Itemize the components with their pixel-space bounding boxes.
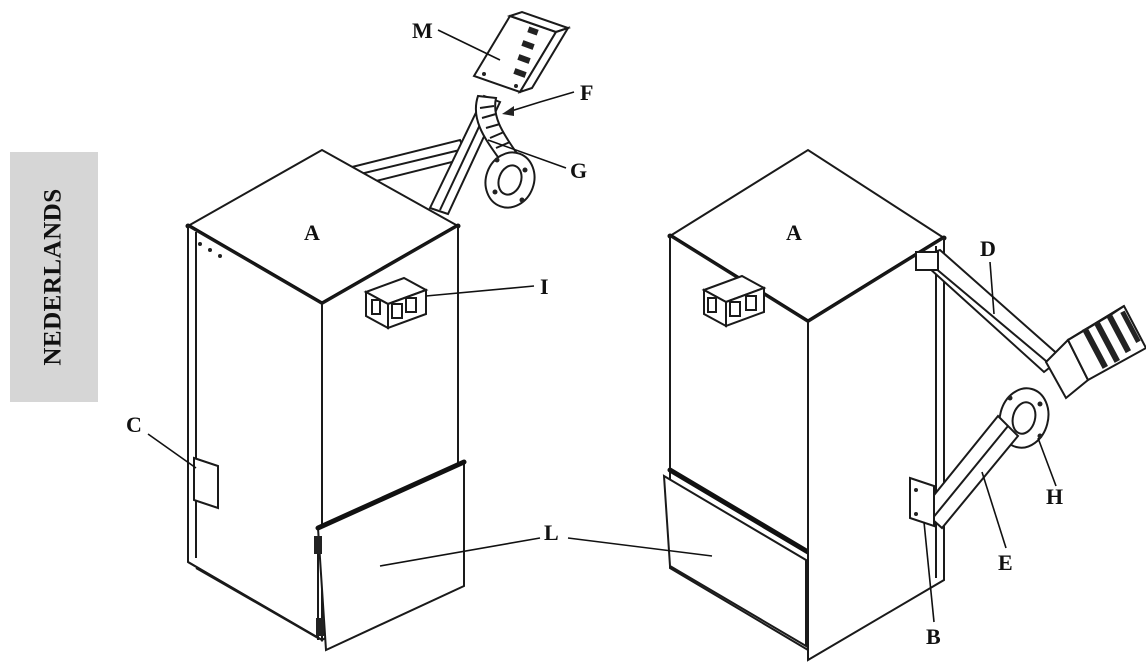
- left-silo-unit: [185, 10, 572, 652]
- part-labels: A A M F G I C L D H E B: [126, 18, 1063, 649]
- label-m: M: [412, 18, 433, 43]
- left-flex-hose: [474, 94, 518, 162]
- left-motor: [472, 10, 572, 94]
- label-h: H: [1046, 484, 1063, 509]
- label-c: C: [126, 412, 142, 437]
- right-control-box: [701, 274, 767, 328]
- right-bottom-panel: [662, 474, 807, 648]
- right-mounting-plate: [909, 476, 935, 528]
- label-i: I: [540, 274, 549, 299]
- label-left-a: A: [304, 220, 320, 245]
- leader-lines: [147, 29, 1057, 623]
- left-flange: [484, 151, 536, 209]
- label-right-a: A: [786, 220, 802, 245]
- left-inspection-hatch: [193, 456, 219, 510]
- right-silo-unit: [662, 148, 1146, 662]
- language-tab: NEDERLANDS: [10, 152, 98, 402]
- label-e: E: [998, 550, 1013, 575]
- right-silo-right-face: [807, 236, 945, 662]
- label-g: G: [570, 158, 587, 183]
- right-motor: [1044, 304, 1146, 400]
- right-feed-tube-lower: [920, 414, 1020, 530]
- left-control-box: [363, 276, 429, 330]
- label-l: L: [544, 520, 559, 545]
- label-b: B: [926, 624, 941, 649]
- label-f: F: [580, 80, 593, 105]
- label-d: D: [980, 236, 996, 261]
